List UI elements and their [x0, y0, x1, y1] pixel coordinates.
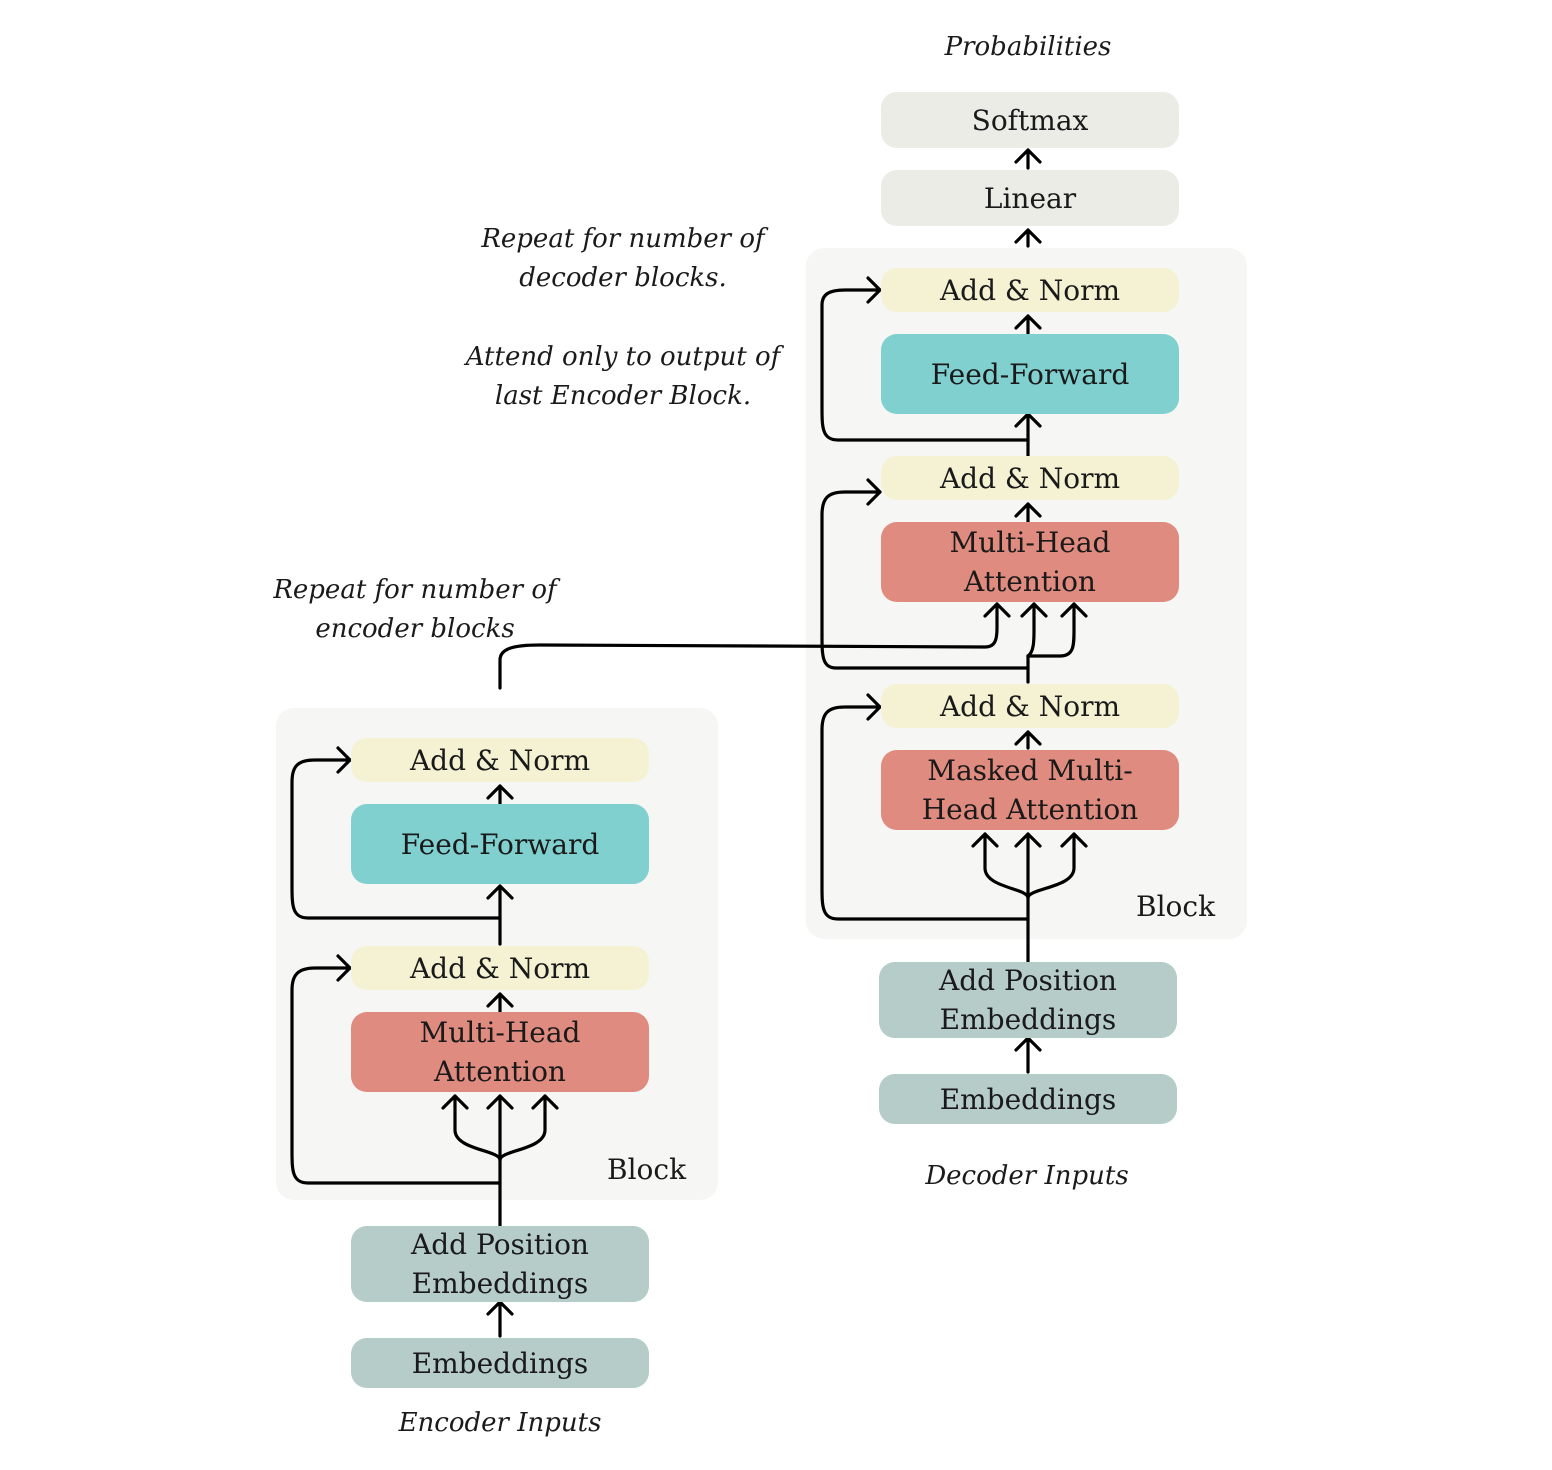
dec-arrow-cross-to-norm [1014, 502, 1042, 524]
encoder-multi-head-attention: Multi-Head Attention [351, 1012, 649, 1092]
decoder-linear: Linear [881, 170, 1179, 226]
decoder-cross-attention: Multi-Head Attention [881, 522, 1179, 602]
encoder-add-norm-top: Add & Norm [351, 738, 649, 782]
enc-residual-upper [290, 746, 502, 920]
probabilities-label: Probabilities [944, 32, 1112, 62]
decoder-embeddings: Embeddings [879, 1074, 1177, 1124]
decoder-repeat-note: Repeat for number of decoder blocks. [481, 224, 765, 293]
enc-arrow-attn-to-norm [486, 992, 514, 1014]
dec-cross-right [1026, 602, 1088, 658]
dec-arrow-linear-to-softmax [1014, 148, 1042, 170]
decoder-masked-attention: Masked Multi- Head Attention [881, 750, 1179, 830]
decoder-block-label: Block [1136, 890, 1216, 923]
enc-arrow-norm-to-ff [486, 884, 514, 946]
encoder-inputs-label: Encoder Inputs [398, 1408, 602, 1438]
decoder-feed-forward: Feed-Forward [881, 334, 1179, 414]
encoder-add-norm-bottom: Add & Norm [351, 946, 649, 990]
enc-fan-right [498, 1094, 559, 1162]
decoder-add-norm-middle: Add & Norm [881, 456, 1179, 500]
dec-arrow-norm-to-ff [1014, 412, 1042, 458]
dec-cross-query [820, 633, 1030, 670]
decoder-attend-note: Attend only to output of last Encoder Bl… [465, 342, 781, 411]
dec-residual-middle [820, 478, 882, 637]
encoder-feed-forward: Feed-Forward [351, 804, 649, 884]
decoder-add-position-embeddings: Add Position Embeddings [879, 962, 1177, 1038]
dec-arrow-norm-to-linear [1014, 228, 1042, 248]
dec-fan-center [1014, 832, 1042, 900]
enc-residual-lower [290, 954, 502, 1185]
dec-cross-center [1020, 602, 1048, 658]
decoder-softmax: Softmax [881, 92, 1179, 148]
encoder-block-label: Block [607, 1153, 687, 1186]
encoder-add-position-embeddings: Add Position Embeddings [351, 1226, 649, 1302]
dec-arrow-emb-to-pos [1014, 1036, 1042, 1074]
encoder-repeat-note: Repeat for number of encoder blocks [273, 575, 557, 644]
enc-arrow-ff-to-norm [486, 784, 514, 806]
dec-arrow-masked-to-norm [1014, 730, 1042, 750]
decoder-add-norm-bottom: Add & Norm [881, 684, 1179, 728]
enc-arrow-emb-to-pos [486, 1300, 514, 1338]
decoder-inputs-label: Decoder Inputs [925, 1161, 1129, 1191]
dec-fan-right [1026, 832, 1088, 900]
dec-residual-lower [820, 693, 1030, 921]
encoder-embeddings: Embeddings [351, 1338, 649, 1388]
enc-fan-center [486, 1094, 514, 1162]
dec-arrow-ff-to-norm [1014, 314, 1042, 336]
decoder-add-norm-top: Add & Norm [881, 268, 1179, 312]
dec-residual-upper [820, 276, 1030, 442]
enc-to-dec-connection [498, 602, 1011, 690]
